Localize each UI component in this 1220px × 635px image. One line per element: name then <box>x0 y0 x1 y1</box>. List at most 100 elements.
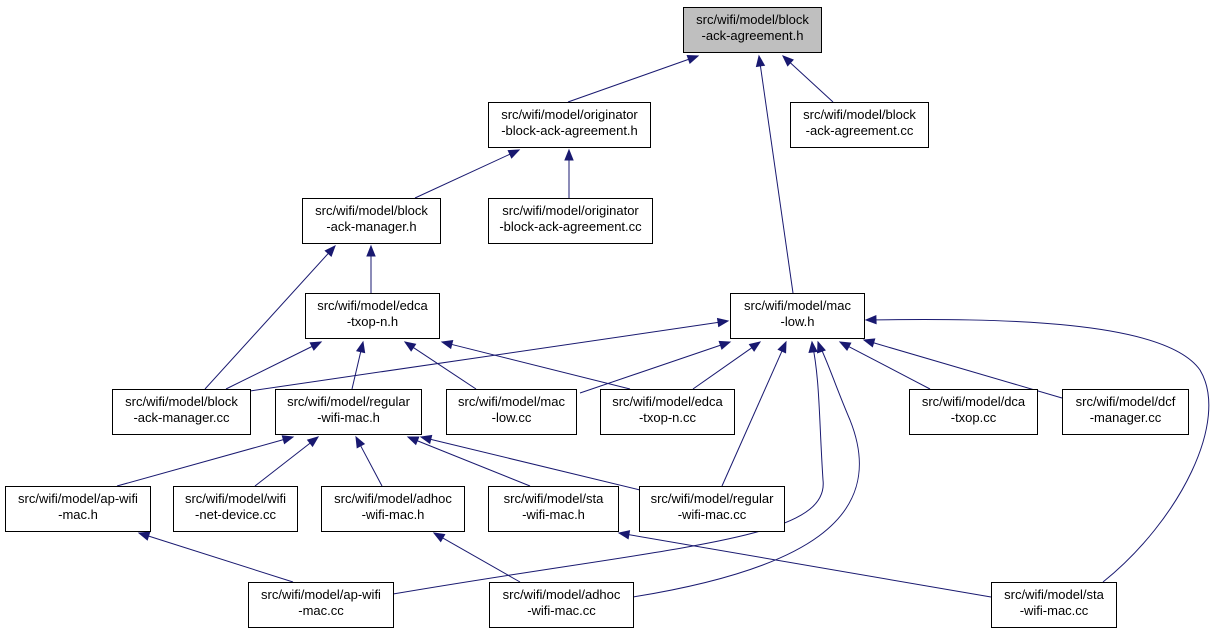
node-box <box>321 486 465 532</box>
edges-layer <box>116 54 1210 598</box>
graph-node[interactable]: src/wifi/model/edca-txop-n.cc <box>600 389 735 435</box>
graph-node[interactable]: src/wifi/model/adhoc-wifi-mac.h <box>321 486 465 532</box>
node-label-line: src/wifi/model/edca <box>317 298 428 313</box>
node-box <box>248 582 394 628</box>
graph-node[interactable]: src/wifi/model/dca-txop.cc <box>909 389 1038 435</box>
edge-line <box>789 61 834 103</box>
edge-arrowhead <box>864 314 877 325</box>
node-label-line: -ack-agreement.cc <box>806 123 914 138</box>
nodes-layer: src/wifi/model/block-ack-agreement.hsrc/… <box>5 7 1189 628</box>
node-label-line: src/wifi/model/wifi <box>185 491 286 506</box>
edge-arrowhead <box>816 340 826 354</box>
edge-n17-to-n6 <box>721 340 787 487</box>
node-label-line: -mac.h <box>58 507 98 522</box>
edge-arrowhead <box>748 341 762 352</box>
graph-node[interactable]: src/wifi/model/adhoc-wifi-mac.cc <box>489 582 634 628</box>
node-label-line: src/wifi/model/originator <box>501 107 638 122</box>
graph-node[interactable]: src/wifi/model/wifi-net-device.cc <box>173 486 298 532</box>
edge-arrowhead <box>324 245 336 257</box>
edge-arrowhead <box>686 55 700 64</box>
node-label-line: src/wifi/model/regular <box>651 491 774 506</box>
graph-node[interactable]: src/wifi/model/dcf-manager.cc <box>1062 389 1189 435</box>
edge-arrowhead <box>355 435 366 449</box>
node-label-line: src/wifi/model/adhoc <box>503 587 621 602</box>
graph-node[interactable]: src/wifi/model/edca-txop-n.h <box>305 293 440 339</box>
edge-line <box>351 350 362 390</box>
edge-n2-to-n0 <box>782 55 834 103</box>
edge-line <box>450 343 631 390</box>
edge-arrowhead <box>137 531 151 541</box>
edge-arrowhead <box>716 317 730 328</box>
graph-node[interactable]: src/wifi/model/sta-wifi-mac.cc <box>991 582 1117 628</box>
edge-arrowhead <box>718 340 732 350</box>
edge-line <box>392 341 824 595</box>
edge-line <box>865 319 1210 583</box>
graph-node[interactable]: src/wifi/model/sta-wifi-mac.h <box>488 486 619 532</box>
edge-line <box>632 341 860 598</box>
node-label-line: -wifi-mac.h <box>362 507 425 522</box>
edge-n14-to-n8 <box>254 436 320 487</box>
node-box <box>305 293 440 339</box>
edge-line <box>249 321 720 392</box>
edge-n12-to-n6 <box>862 338 1063 399</box>
node-box <box>112 389 251 435</box>
edge-arrowhead <box>309 341 323 351</box>
graph-node[interactable]: src/wifi/model/mac-low.h <box>730 293 865 339</box>
graph-node[interactable]: src/wifi/model/ap-wifi-mac.cc <box>248 582 394 628</box>
node-label-line: -ack-manager.cc <box>133 410 230 425</box>
edge-line <box>847 345 931 390</box>
edge-n10-to-n5 <box>440 339 631 390</box>
edge-line <box>627 534 992 598</box>
graph-node[interactable]: src/wifi/model/mac-low.cc <box>446 389 577 435</box>
edge-n6-to-n0 <box>755 54 794 294</box>
edge-line <box>579 344 722 394</box>
node-label-line: src/wifi/model/ap-wifi <box>18 491 138 506</box>
edge-n19-to-n15 <box>432 532 521 583</box>
node-box <box>5 486 151 532</box>
graph-node[interactable]: src/wifi/model/regular-wifi-mac.cc <box>639 486 785 532</box>
edge-n16-to-n8 <box>406 436 531 487</box>
graph-node[interactable]: src/wifi/model/originator-block-ack-agre… <box>488 102 651 148</box>
graph-node[interactable]: src/wifi/model/regular-wifi-mac.h <box>275 389 422 435</box>
node-label-line: src/wifi/model/adhoc <box>334 491 452 506</box>
edge-arrowhead <box>617 530 631 540</box>
graph-node[interactable]: src/wifi/model/block-ack-manager.h <box>302 198 441 244</box>
node-box <box>446 389 577 435</box>
graph-node[interactable]: src/wifi/model/ap-wifi-mac.h <box>5 486 151 532</box>
edge-line <box>692 346 753 390</box>
edge-n9-to-n5 <box>403 341 477 390</box>
graph-node[interactable]: src/wifi/model/block-ack-manager.cc <box>112 389 251 435</box>
node-box <box>991 582 1117 628</box>
graph-node[interactable]: src/wifi/model/originator-block-ack-agre… <box>488 198 653 244</box>
edge-arrowhead <box>808 340 818 353</box>
node-box <box>488 486 619 532</box>
graph-node[interactable]: src/wifi/model/block-ack-agreement.cc <box>790 102 929 148</box>
node-label-line: -net-device.cc <box>195 507 276 522</box>
node-box <box>909 389 1038 435</box>
node-box <box>275 389 422 435</box>
node-box <box>683 7 822 53</box>
edge-line <box>204 252 330 390</box>
edge-arrowhead <box>507 149 521 159</box>
node-box <box>639 486 785 532</box>
edge-arrowhead <box>440 339 454 350</box>
edge-line <box>872 342 1063 399</box>
edge-n11-to-n6 <box>838 341 931 390</box>
node-label-line: -wifi-mac.cc <box>527 603 596 618</box>
edge-line <box>759 64 794 294</box>
edge-line <box>116 438 285 487</box>
node-label-line: src/wifi/model/dcf <box>1076 394 1176 409</box>
node-label-line: -ack-agreement.h <box>702 28 804 43</box>
node-label-line: src/wifi/model/originator <box>502 203 639 218</box>
node-label-line: -wifi-mac.cc <box>1020 603 1089 618</box>
node-label-line: -txop-n.h <box>347 314 398 329</box>
node-label-line: src/wifi/model/mac <box>744 298 851 313</box>
edge-line <box>721 350 783 487</box>
node-label-line: -block-ack-agreement.cc <box>499 219 642 234</box>
edge-arrowhead <box>564 148 574 161</box>
edge-line <box>429 438 641 491</box>
node-box <box>600 389 735 435</box>
node-label-line: -low.cc <box>492 410 532 425</box>
node-label-line: src/wifi/model/dca <box>922 394 1026 409</box>
node-label-line: -ack-manager.h <box>326 219 416 234</box>
